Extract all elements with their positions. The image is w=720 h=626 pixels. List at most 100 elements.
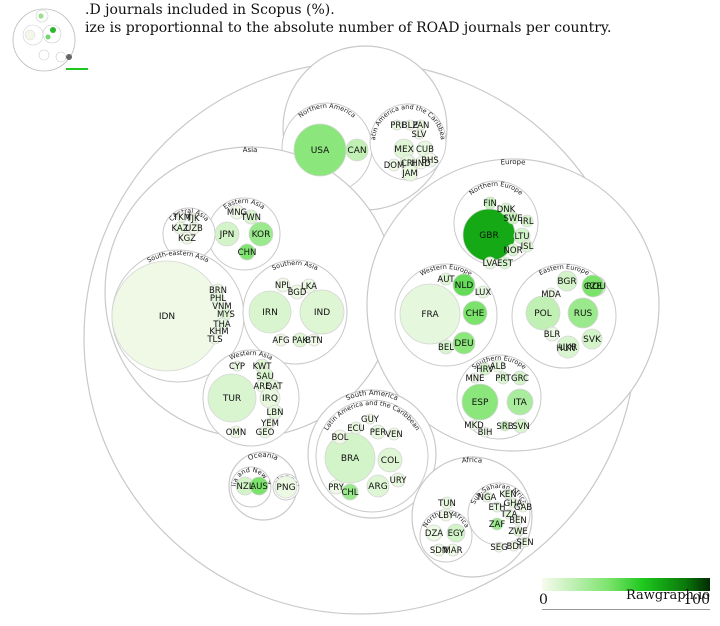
country-label-ita: ITA (513, 398, 527, 408)
country-circle-bgd (289, 284, 305, 300)
country-label-yem: YEM (260, 419, 279, 429)
country-circle-bra (324, 432, 376, 484)
country-circle-ury (390, 472, 406, 488)
country-label-ltu: LTU (515, 232, 530, 242)
country-label-ury: URY (390, 476, 408, 486)
country-label-fra: FRA (421, 310, 439, 320)
country-label-hrv: HRV (476, 365, 494, 375)
country-circle-tls (209, 333, 221, 345)
country-circle-rus (567, 297, 599, 329)
country-circle-tza (503, 508, 515, 520)
country-label-gab: GAB (514, 503, 532, 513)
country-circle-slv (413, 128, 425, 140)
country-circle-che (462, 300, 488, 326)
country-label-nor: NOR (504, 246, 523, 256)
country-label-pri: PRI (390, 121, 404, 131)
country-label-brn: BRN (209, 286, 227, 296)
credit-text: Rawgraph.io (625, 588, 710, 603)
country-label-bgr: BGR (557, 277, 576, 287)
country-label-zwe: ZWE (508, 527, 528, 537)
country-label-dza: DZA (425, 529, 443, 539)
country-label-fin: FIN (483, 199, 497, 209)
country-circle-jam (401, 164, 419, 182)
country-circle-pri (391, 119, 403, 131)
country-circle-gab (517, 501, 529, 513)
country-circle-omn (229, 425, 243, 439)
country-label-che: CHE (466, 309, 485, 319)
country-label-bel: BEL (438, 343, 454, 353)
country-circle-sen (519, 536, 531, 548)
country-circle-ind (299, 289, 345, 335)
country-label-bgd: BGD (288, 288, 307, 298)
country-label-isl: ISL (521, 242, 534, 252)
legend-gradient-bar (542, 578, 710, 591)
continent-label-africa: Africa (461, 456, 483, 465)
country-circle-chn (238, 243, 256, 261)
country-label-seg: SEG (490, 543, 507, 553)
country-label-hnd: HND (411, 159, 431, 169)
country-label-nga: NGA (478, 493, 497, 503)
caption-line-2: ize is proportionnal to the absolute num… (85, 20, 612, 36)
country-label-cze: CZE (584, 282, 602, 292)
country-label-khm: KHM (209, 327, 228, 337)
continent-label-asia: Asia (242, 146, 257, 154)
country-label-arg: ARG (368, 482, 387, 492)
country-label-grc: GRC (511, 374, 529, 384)
country-label-col: COL (381, 456, 399, 466)
country-circle-geo (258, 425, 272, 439)
country-label-pan: PAN (413, 121, 430, 131)
country-circle-gha (507, 497, 519, 509)
country-circle-bih (479, 426, 491, 438)
country-circle-cze (581, 274, 605, 298)
country-label-deu: DEU (454, 339, 473, 349)
country-circle-egy (446, 523, 466, 543)
country-label-lka: LKA (301, 282, 317, 292)
country-label-mex: MEX (394, 145, 414, 155)
country-label-twn: TWN (240, 213, 261, 223)
country-circle-tjk (187, 212, 199, 224)
country-label-lva: LVA (483, 259, 498, 269)
country-circle-bdi (508, 540, 520, 552)
country-circle-est (498, 256, 512, 270)
country-label-cri: CRI (401, 159, 415, 169)
country-label-alb: ALB (490, 362, 507, 372)
country-circle-mar (446, 543, 460, 557)
country-circle-lby (439, 508, 453, 522)
country-circle-yem (264, 417, 276, 429)
country-circle-bgr (556, 270, 578, 292)
country-circle-fin (483, 196, 497, 210)
country-label-sau: SAU (256, 372, 274, 382)
country-circle-ken (502, 488, 514, 500)
country-label-jpn: JPN (219, 230, 235, 240)
country-circle-hrv (478, 362, 492, 376)
country-label-lbn: LBN (267, 408, 284, 418)
country-circle-nor (506, 243, 520, 257)
country-circle-eth (491, 501, 503, 513)
country-label-tza: TZA (500, 510, 518, 520)
country-label-rou: ROU (586, 282, 606, 292)
country-label-svk: SVK (583, 335, 602, 345)
country-circle-cyp (231, 360, 243, 372)
country-label-tun: TUN (437, 499, 456, 509)
country-label-bhs: BHS (421, 156, 439, 166)
country-circle-col (377, 447, 403, 473)
country-circle-fra (399, 283, 461, 345)
country-circle-jpn (214, 221, 240, 247)
country-label-tur: TUR (222, 394, 241, 404)
country-label-zaf: ZAF (489, 520, 506, 530)
continent-label-europe: Europe (500, 158, 525, 167)
country-label-kgz: KGZ (178, 234, 196, 244)
country-circle-lbn (267, 404, 283, 420)
country-circle-dnk (499, 202, 513, 216)
country-circle-mne (469, 372, 481, 384)
country-label-per: PER (370, 428, 386, 438)
country-circle-zaf (490, 517, 504, 531)
country-label-pol: POL (534, 309, 552, 319)
country-circle-aus (249, 476, 269, 496)
country-circle-mng (229, 204, 245, 220)
country-circle-ben (512, 514, 524, 526)
country-circle-arg (366, 474, 390, 498)
legend-max-label: 100 (683, 592, 710, 608)
country-label-slv: SLV (411, 130, 426, 140)
